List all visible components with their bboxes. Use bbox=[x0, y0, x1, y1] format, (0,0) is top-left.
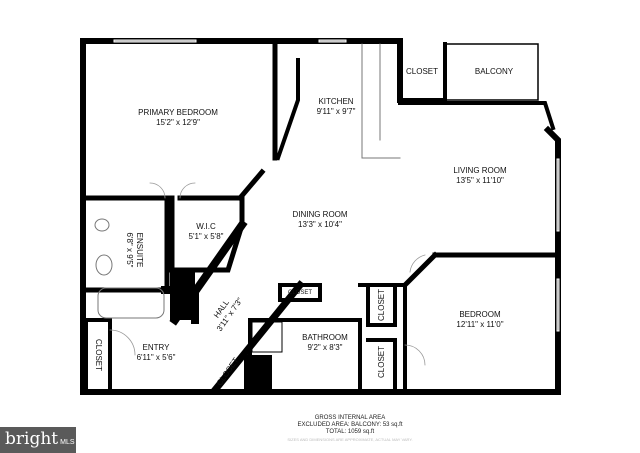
room-name: PRIMARY BEDROOM bbox=[138, 108, 218, 117]
room-name: CLOSET bbox=[377, 345, 386, 379]
window bbox=[114, 40, 559, 331]
room-name: KITCHEN bbox=[318, 97, 354, 106]
room-name: CLOSET bbox=[405, 67, 439, 76]
balcony-outline bbox=[444, 43, 539, 101]
room-name: DINING ROOM bbox=[292, 210, 348, 219]
ensuite-wall bbox=[83, 195, 245, 293]
total-area: TOTAL: 1059 sq.ft bbox=[325, 429, 375, 435]
room-label-balcony: BALCONY bbox=[475, 67, 513, 77]
room-dims: 13'5" x 11'10" bbox=[456, 176, 504, 185]
toilet bbox=[95, 254, 113, 276]
room-dims: 13'3" x 10'4" bbox=[298, 220, 342, 229]
room-dims: 6'8" x 9'5" bbox=[125, 232, 134, 268]
closet-wall bbox=[398, 42, 447, 102]
room-dims: 12'11" x 11'0" bbox=[456, 320, 504, 329]
bathtub bbox=[97, 287, 165, 319]
room-name: CLOSET bbox=[377, 288, 386, 322]
room-label-closet: CLOSET bbox=[406, 67, 438, 77]
room-dims: 5'1" x 5'8" bbox=[188, 232, 224, 241]
living-wall bbox=[398, 101, 556, 131]
bedroom-angle-wall bbox=[236, 168, 266, 202]
room-label-closet-bed: CLOSET bbox=[377, 346, 387, 378]
disclaimer: SIZES AND DIMENSIONS ARE APPROXIMATE, AC… bbox=[287, 437, 413, 442]
excluded-area: EXCLUDED AREA: BALCONY: 53 sq.ft bbox=[297, 422, 403, 428]
bedroom-wall bbox=[401, 251, 561, 289]
logo-brand: bright bbox=[5, 429, 59, 449]
outer-wall bbox=[80, 38, 561, 395]
room-name: BEDROOM bbox=[459, 310, 501, 319]
room-dims: 9'2" x 8'3" bbox=[307, 343, 343, 352]
area-title: GROSS INTERNAL AREA bbox=[314, 415, 386, 421]
room-label-closet-entry: CLOSET bbox=[93, 339, 103, 371]
hall-right-wall bbox=[210, 280, 305, 395]
pillar bbox=[244, 355, 272, 390]
room-name: LIVING ROOM bbox=[453, 166, 507, 175]
primary-bedroom-wall bbox=[83, 41, 278, 201]
room-name: CLOSET bbox=[287, 290, 313, 296]
kitchen-wall bbox=[275, 58, 300, 161]
room-name: ENTRY bbox=[142, 343, 170, 352]
room-dims: 15'2" x 12'9" bbox=[156, 118, 200, 127]
sink bbox=[94, 218, 110, 232]
room-name: BATHROOM bbox=[302, 333, 348, 342]
room-dims: 6'11" x 5'6" bbox=[136, 353, 176, 362]
entry-wall bbox=[84, 318, 112, 394]
door-swing bbox=[109, 182, 426, 366]
area-summary: GROSS INTERNAL AREA EXCLUDED AREA: BALCO… bbox=[287, 415, 412, 443]
room-name: ENSUITE bbox=[135, 232, 144, 268]
pillar bbox=[170, 270, 195, 320]
room-label-closet-bath: CLOSET bbox=[288, 288, 312, 298]
kitchen-counter bbox=[361, 43, 401, 159]
room-label-closet-mid: CLOSET bbox=[377, 289, 387, 321]
room-name: CLOSET bbox=[94, 338, 103, 372]
room-name: BALCONY bbox=[474, 67, 514, 76]
room-dims: 9'11" x 9'7" bbox=[316, 107, 356, 116]
closet-walls bbox=[358, 283, 407, 394]
shower bbox=[251, 321, 283, 353]
logo-suffix: MLS bbox=[60, 439, 75, 446]
room-name: W.I.C bbox=[196, 222, 216, 231]
